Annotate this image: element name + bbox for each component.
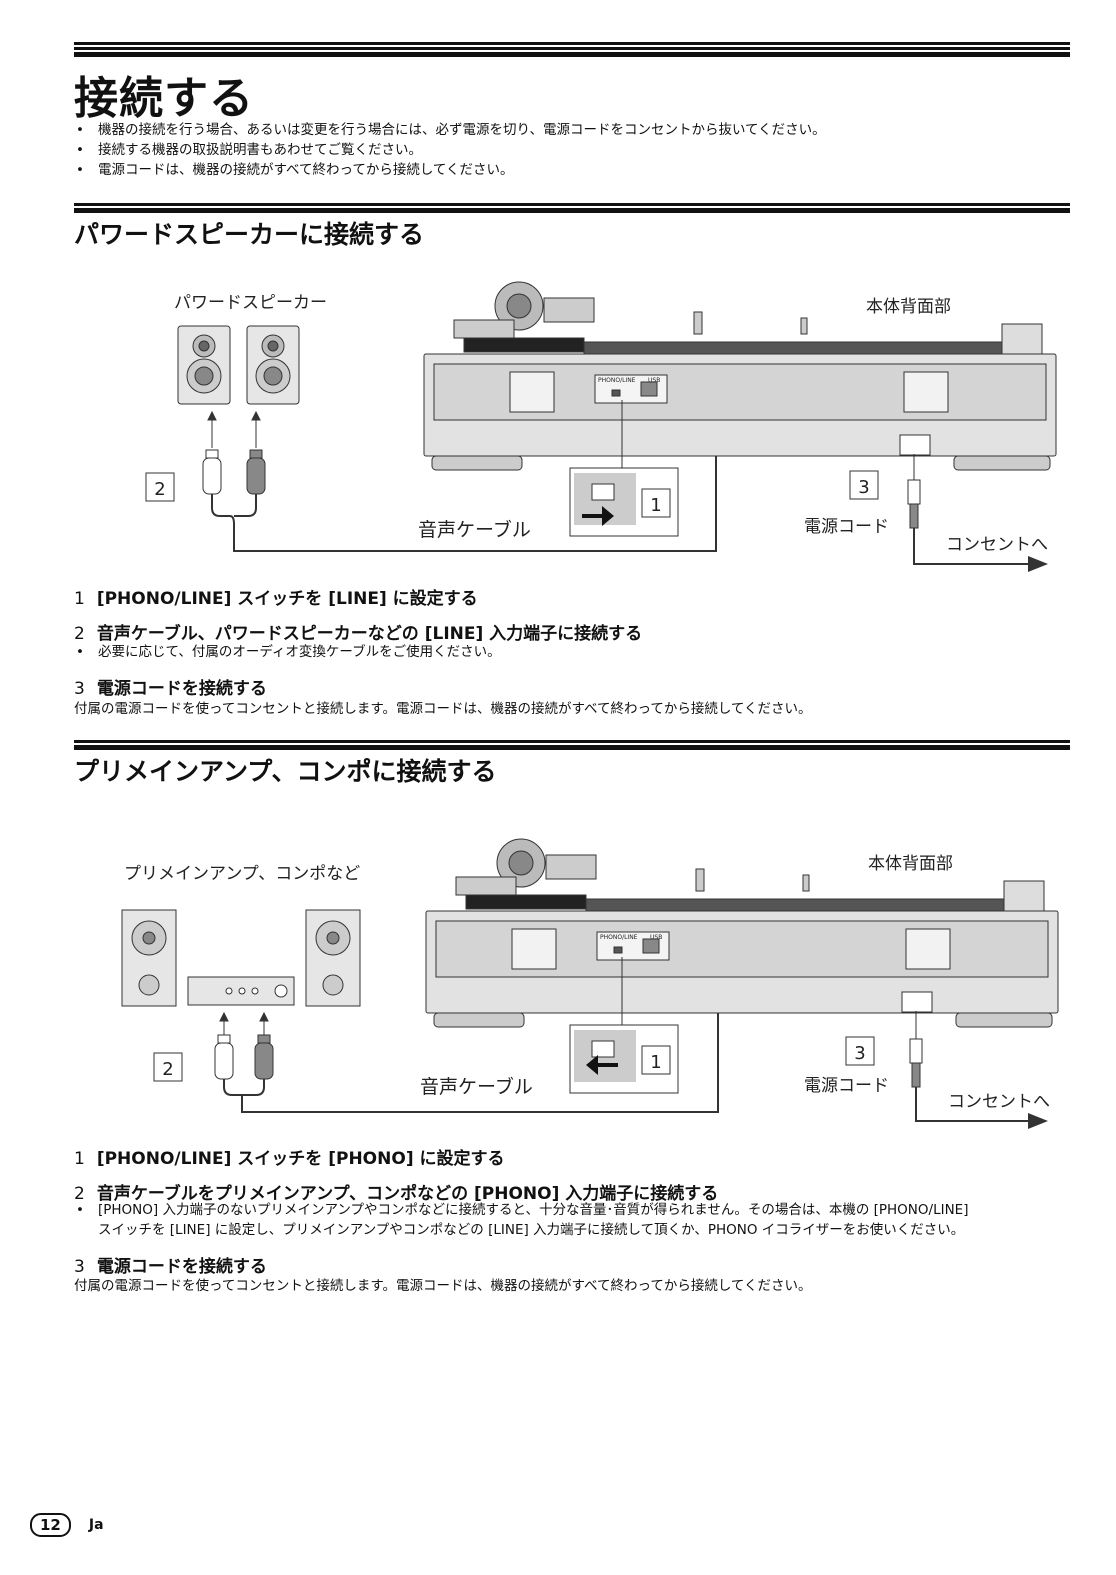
section1-figure: パワードスピーカー 2 音声ケーブル xyxy=(74,268,1070,578)
amplifier xyxy=(187,976,295,1006)
power-cord-label: 電源コード xyxy=(804,1076,889,1096)
rca-plug-red xyxy=(254,1034,274,1080)
outlet-label: コンセントへ xyxy=(946,535,1048,555)
rca-plug-white xyxy=(214,1034,234,1080)
section2-heading: プリメインアンプ、コンポに接続する xyxy=(74,757,497,786)
page-number: 12 xyxy=(30,1513,71,1537)
language-code: Ja xyxy=(88,1517,104,1533)
section1-step3-body: 付属の電源コードを使ってコンセントと接続します。電源コードは、機器の接続がすべて… xyxy=(74,701,812,717)
powered-speaker-right xyxy=(246,325,300,405)
speaker-left xyxy=(121,909,177,1007)
section2-step2-notes: [PHONO] 入力端子のないプリメインアンプやコンポなどに接続すると、十分な音… xyxy=(74,1200,968,1240)
step2-note: [PHONO] 入力端子のないプリメインアンプやコンポなどに接続すると、十分な音… xyxy=(74,1200,968,1240)
section2-figure: プリメインアンプ、コンポなど 2 音声ケー xyxy=(74,825,1070,1135)
section1-rule xyxy=(74,203,1070,215)
section1-heading: パワードスピーカーに接続する xyxy=(74,220,425,249)
rear-label: 本体背面部 xyxy=(868,854,953,874)
cable-label: 音声ケーブル xyxy=(418,518,531,541)
step2-note: 必要に応じて、付属のオーディオ変換ケーブルをご使用ください。 xyxy=(74,642,501,662)
device-label: パワードスピーカー xyxy=(174,293,327,313)
title-rule xyxy=(74,42,1070,59)
page-title: 接続する xyxy=(74,73,254,124)
section2-step1: 1[PHONO/LINE] スイッチを [PHONO] に設定する xyxy=(74,1149,505,1169)
section2-rule xyxy=(74,740,1070,752)
device-label: プリメインアンプ、コンポなど xyxy=(124,864,360,884)
intro-notes: 機器の接続を行う場合、あるいは変更を行う場合には、必ず電源を切り、電源コードをコ… xyxy=(74,120,826,180)
section1-step2-notes: 必要に応じて、付属のオーディオ変換ケーブルをご使用ください。 xyxy=(74,642,501,662)
intro-note: 電源コードは、機器の接続がすべて終わってから接続してください。 xyxy=(74,160,826,180)
usb-label: USB xyxy=(648,377,660,384)
usb-label: USB xyxy=(650,934,662,941)
callout-2: 2 xyxy=(154,479,165,500)
callout-3: 3 xyxy=(858,477,869,498)
intro-note: 機器の接続を行う場合、あるいは変更を行う場合には、必ず電源を切り、電源コードをコ… xyxy=(74,120,826,140)
rca-plug-white xyxy=(202,449,222,495)
turntable-rear xyxy=(425,838,1059,1028)
callout-1: 1 xyxy=(650,1052,661,1073)
switch-label: PHONO/LINE xyxy=(598,377,636,384)
cable-label: 音声ケーブル xyxy=(420,1075,533,1098)
callout-1: 1 xyxy=(650,495,661,516)
section2-step3-body: 付属の電源コードを使ってコンセントと接続します。電源コードは、機器の接続がすべて… xyxy=(74,1278,812,1294)
page-footer: 12 Ja xyxy=(30,1513,104,1537)
switch-label: PHONO/LINE xyxy=(600,934,638,941)
power-cord-label: 電源コード xyxy=(804,517,889,537)
turntable-rear xyxy=(423,281,1057,471)
section1-step1: 1[PHONO/LINE] スイッチを [LINE] に設定する xyxy=(74,589,478,609)
outlet-label: コンセントへ xyxy=(948,1092,1050,1112)
speaker-right xyxy=(305,909,361,1007)
rca-plug-red xyxy=(246,449,266,495)
powered-speaker-left xyxy=(177,325,231,405)
intro-note: 接続する機器の取扱説明書もあわせてご覧ください。 xyxy=(74,140,826,160)
rear-label: 本体背面部 xyxy=(866,297,951,317)
callout-2: 2 xyxy=(162,1059,173,1080)
callout-3: 3 xyxy=(854,1043,865,1064)
